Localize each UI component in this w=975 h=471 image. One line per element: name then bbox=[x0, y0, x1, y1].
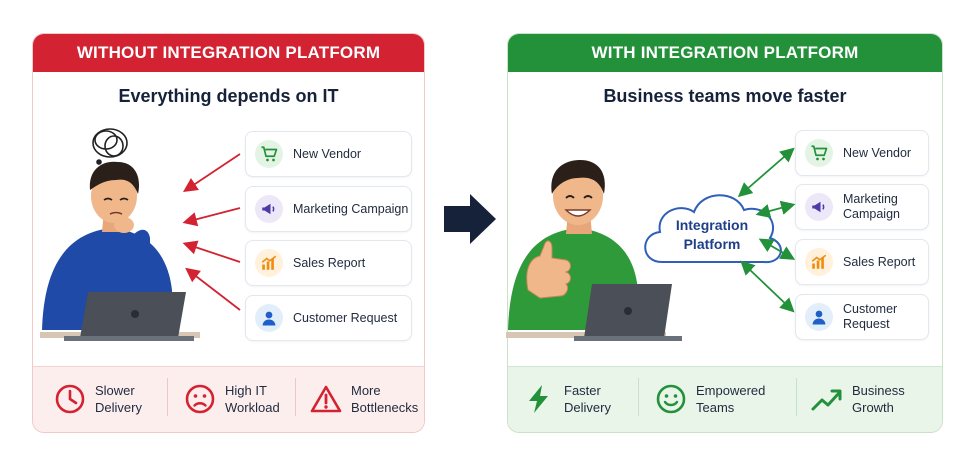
footer-divider bbox=[167, 378, 168, 416]
left-item-label: Marketing Campaign bbox=[293, 201, 409, 216]
left-item-label: New Vendor bbox=[293, 146, 362, 161]
footer-line2: Growth bbox=[852, 400, 894, 415]
right-item-sales-report: Sales Report bbox=[795, 239, 929, 285]
footer-divider bbox=[638, 378, 639, 416]
footer-line1: Empowered bbox=[696, 383, 766, 398]
megaphone-icon bbox=[805, 193, 833, 221]
footer-line1: Business bbox=[852, 383, 905, 398]
left-item-new-vendor: New Vendor bbox=[245, 131, 412, 177]
with-platform-header: WITH INTEGRATION PLATFORM bbox=[508, 34, 942, 72]
footer-line2: Teams bbox=[696, 400, 735, 415]
left-item-marketing-campaign: Marketing Campaign bbox=[245, 186, 412, 232]
right-item-line2: Request bbox=[843, 317, 890, 331]
with-platform-footer bbox=[508, 366, 942, 432]
cart-icon bbox=[805, 139, 833, 167]
footer-line1: More bbox=[351, 383, 381, 398]
left-item-customer-request: Customer Request bbox=[245, 295, 412, 341]
transition-arrow-icon bbox=[444, 194, 496, 244]
without-platform-footer bbox=[33, 366, 424, 432]
trend-up-icon bbox=[810, 382, 844, 416]
megaphone-icon bbox=[255, 195, 283, 223]
without-platform-body bbox=[33, 72, 424, 398]
footer-line2: Delivery bbox=[95, 400, 142, 415]
left-item-label: Customer Request bbox=[293, 310, 398, 325]
cart-icon bbox=[255, 140, 283, 168]
right-item-line1: New Vendor bbox=[843, 145, 912, 160]
footer-high-it-workload: High IT Workload bbox=[183, 382, 280, 416]
right-item-line1: Sales Report bbox=[843, 254, 916, 269]
without-platform-panel: WITHOUT INTEGRATION PLATFORM Everything … bbox=[32, 33, 425, 433]
without-platform-subtitle: Everything depends on IT bbox=[118, 86, 339, 106]
clock-icon bbox=[53, 382, 87, 416]
integration-platform-label: Integration Platform bbox=[648, 216, 776, 254]
footer-line2: Delivery bbox=[564, 400, 611, 415]
footer-divider bbox=[796, 378, 797, 416]
right-item-new-vendor: New Vendor bbox=[795, 130, 929, 176]
footer-line2: Bottlenecks bbox=[351, 400, 419, 415]
footer-line1: Faster bbox=[564, 383, 601, 398]
right-item-line2: Campaign bbox=[843, 207, 900, 221]
footer-line1: High IT bbox=[225, 383, 267, 398]
left-item-sales-report: Sales Report bbox=[245, 240, 412, 286]
smile-icon bbox=[654, 382, 688, 416]
right-item-line1: Customer bbox=[843, 302, 898, 316]
sad-face-icon bbox=[183, 382, 217, 416]
without-platform-header: WITHOUT INTEGRATION PLATFORM bbox=[33, 34, 424, 72]
chart-icon bbox=[255, 249, 283, 277]
lightning-icon bbox=[522, 382, 556, 416]
footer-divider bbox=[295, 378, 296, 416]
footer-line1: Slower bbox=[95, 383, 135, 398]
footer-line2: Workload bbox=[225, 400, 280, 415]
warning-icon bbox=[309, 382, 343, 416]
left-item-label: Sales Report bbox=[293, 255, 366, 270]
cloud-line1: Integration bbox=[675, 217, 749, 233]
right-item-line1: Marketing bbox=[843, 192, 898, 206]
with-platform-subtitle: Business teams move faster bbox=[603, 86, 847, 106]
chart-icon bbox=[805, 248, 833, 276]
cloud-line2: Platform bbox=[683, 236, 741, 252]
user-icon bbox=[805, 303, 833, 331]
user-icon bbox=[255, 304, 283, 332]
